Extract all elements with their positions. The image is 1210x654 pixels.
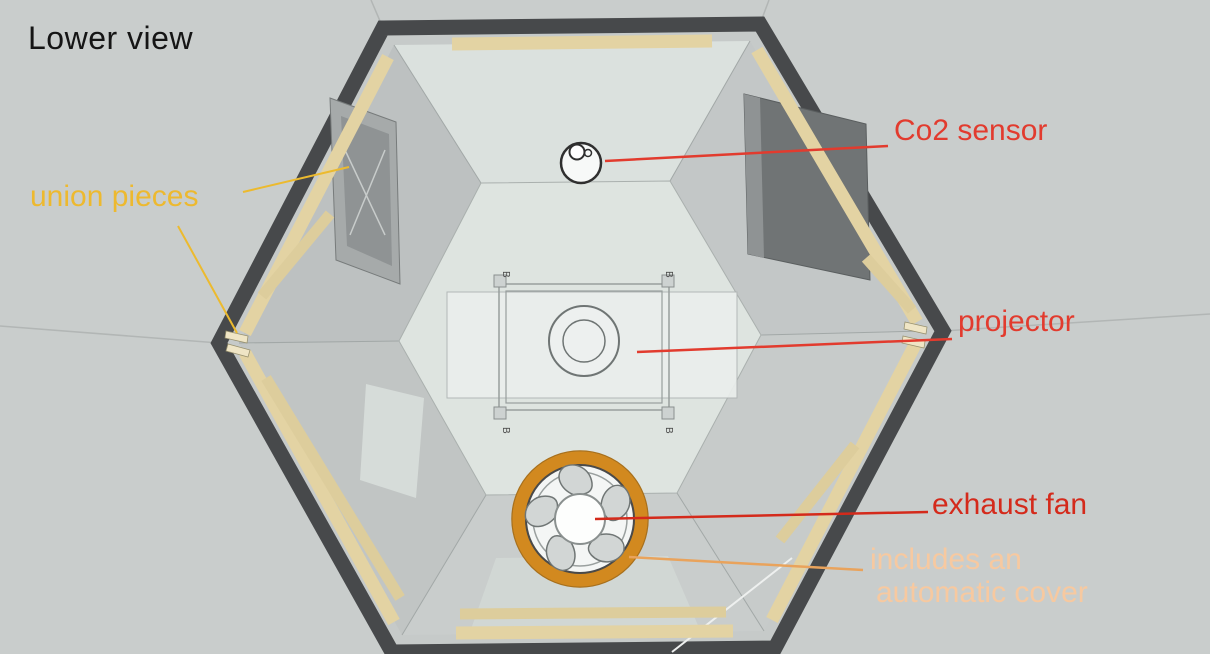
inset-wood-planks bbox=[257, 210, 917, 620]
union-pieces-leader-2 bbox=[177, 225, 238, 334]
cover-note-line1: includes an bbox=[870, 543, 1022, 576]
wall-fan-unit bbox=[329, 97, 401, 285]
dark-slab-edge bbox=[744, 94, 764, 258]
cover-note-leader bbox=[628, 555, 864, 572]
leader-lines bbox=[177, 144, 953, 572]
union-corner-pieces bbox=[224, 321, 928, 358]
exhaust-fan-leader bbox=[594, 510, 929, 521]
union-pieces-label: union pieces bbox=[30, 180, 199, 213]
view-title: Lower view bbox=[28, 20, 194, 56]
bracket-label-tl: B bbox=[500, 271, 511, 278]
union-pieces-leader-1 bbox=[242, 166, 350, 193]
light-rect-panel bbox=[360, 384, 424, 498]
projector-lens-inner bbox=[562, 319, 606, 363]
co2-sensor-label: Co2 sensor bbox=[894, 114, 1048, 147]
exhaust-fan-label: exhaust fan bbox=[932, 488, 1088, 521]
fan-blades bbox=[524, 464, 631, 572]
mount-brackets bbox=[493, 274, 675, 420]
bracket-label-br: B bbox=[663, 427, 674, 434]
projector-lens-outer bbox=[548, 305, 620, 377]
cover-note-line2: automatic cover bbox=[876, 576, 1088, 609]
bracket-label-bl: B bbox=[500, 427, 511, 434]
bracket-label-tr: B bbox=[663, 271, 674, 278]
projector-assembly: B B B B bbox=[446, 271, 738, 434]
projector-leader bbox=[636, 337, 953, 354]
co2-sensor-shape bbox=[559, 141, 603, 185]
co2-sensor-leader bbox=[604, 144, 889, 163]
bracket-labels: B B B B bbox=[500, 271, 674, 434]
projector-label: projector bbox=[958, 305, 1075, 338]
cover-note-label: includes an automatic cover bbox=[870, 543, 1210, 609]
